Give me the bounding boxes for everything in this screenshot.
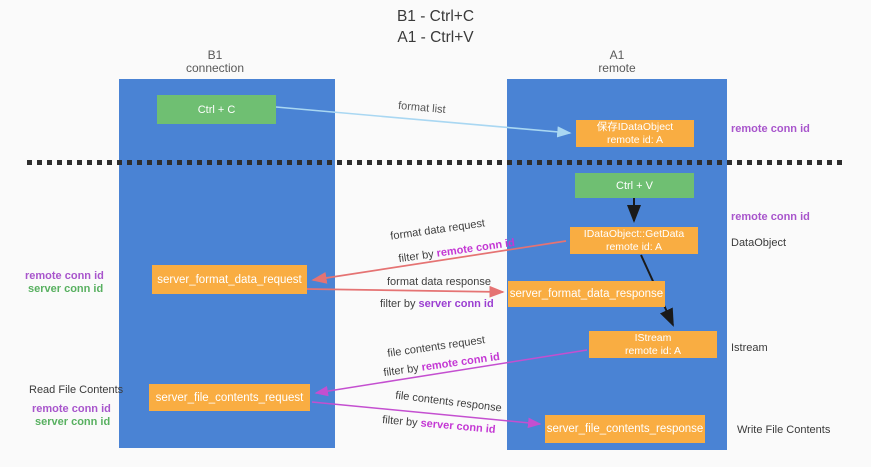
- node-server-format-data-response-label: server_format_data_response: [509, 288, 664, 300]
- lifeline-header-b1: B1 connection: [155, 49, 275, 75]
- annotation-remote-conn-id-right-2: remote conn id: [731, 211, 810, 223]
- node-idataobject-getdata-line2: remote id: A: [605, 240, 662, 253]
- lifeline-header-a1: A1 remote: [557, 49, 677, 75]
- label-format-data-response: format data response: [387, 276, 491, 288]
- node-server-file-contents-request-label: server_file_contents_request: [155, 391, 304, 404]
- annotation-remote-conn-id-left-2: remote conn id: [32, 403, 111, 415]
- node-ctrl-v: Ctrl + V: [575, 173, 694, 198]
- node-idataobject-getdata-line1: IDataObject::GetData: [583, 227, 685, 240]
- node-save-idataobject-line1: 保存IDataObject: [596, 120, 674, 133]
- copy-paste-boundary-line: [27, 160, 845, 165]
- node-server-format-data-request: server_format_data_request: [152, 265, 307, 294]
- node-server-file-contents-response: server_file_contents_response: [545, 415, 705, 443]
- edge-format-list-arrow: [275, 106, 572, 138]
- annotation-server-conn-id-left-2: server conn id: [35, 416, 111, 428]
- annotation-remote-conn-id-right-1: remote conn id: [731, 123, 810, 135]
- label-server-conn-id-1: server conn id: [418, 298, 494, 310]
- node-istream-label: IStream remote id: A: [625, 332, 681, 358]
- label-filter-by-text-2: filter by: [380, 298, 419, 310]
- annotation-write-file-contents: Write File Contents: [737, 424, 831, 436]
- node-istream-line1: IStream: [634, 331, 672, 344]
- lifeline-b1-name: B1: [207, 48, 223, 62]
- node-save-idataobject-label: 保存IDataObject remote id: A: [597, 121, 673, 147]
- annotation-server-conn-id-left-1: server conn id: [28, 283, 104, 295]
- node-idataobject-getdata-label: IDataObject::GetData remote id: A: [584, 228, 684, 254]
- annotation-istream: Istream: [731, 342, 768, 354]
- node-server-file-contents-response-label: server_file_contents_response: [546, 423, 704, 435]
- node-istream-line2: remote id: A: [624, 344, 682, 357]
- annotation-read-file-contents: Read File Contents: [29, 384, 124, 396]
- node-ctrl-c-label: Ctrl + C: [197, 103, 236, 116]
- edge-format-data-request-arrow: [311, 240, 567, 284]
- title-line-1: B1 - Ctrl+C: [396, 8, 475, 25]
- node-istream: IStream remote id: A: [589, 331, 717, 358]
- edge-format-data-response-arrow: [306, 285, 505, 298]
- lifeline-a1-role: remote: [598, 61, 636, 75]
- node-server-format-data-response: server_format_data_response: [508, 281, 665, 307]
- node-save-idataobject: 保存IDataObject remote id: A: [576, 120, 694, 147]
- diagram-title: B1 - Ctrl+C A1 - Ctrl+V: [0, 6, 871, 48]
- title-line-2: A1 - Ctrl+V: [397, 29, 474, 46]
- edge-file-contents-request-arrow: [314, 349, 588, 397]
- node-idataobject-getdata: IDataObject::GetData remote id: A: [570, 227, 698, 254]
- node-server-format-data-request-label: server_format_data_request: [157, 273, 302, 286]
- label-filter-by-server-1: filter by server conn id: [380, 298, 494, 310]
- lifeline-a1-name: A1: [609, 48, 625, 62]
- lifeline-b1-role: connection: [185, 61, 245, 75]
- node-server-file-contents-request: server_file_contents_request: [149, 384, 310, 411]
- edge-file-contents-response-arrow: [311, 401, 542, 429]
- node-save-idataobject-line2: remote id: A: [606, 133, 663, 146]
- node-ctrl-c: Ctrl + C: [157, 95, 276, 124]
- annotation-remote-conn-id-left-1: remote conn id: [25, 270, 104, 282]
- annotation-dataobject: DataObject: [731, 237, 787, 249]
- node-ctrl-v-label: Ctrl + V: [616, 179, 653, 192]
